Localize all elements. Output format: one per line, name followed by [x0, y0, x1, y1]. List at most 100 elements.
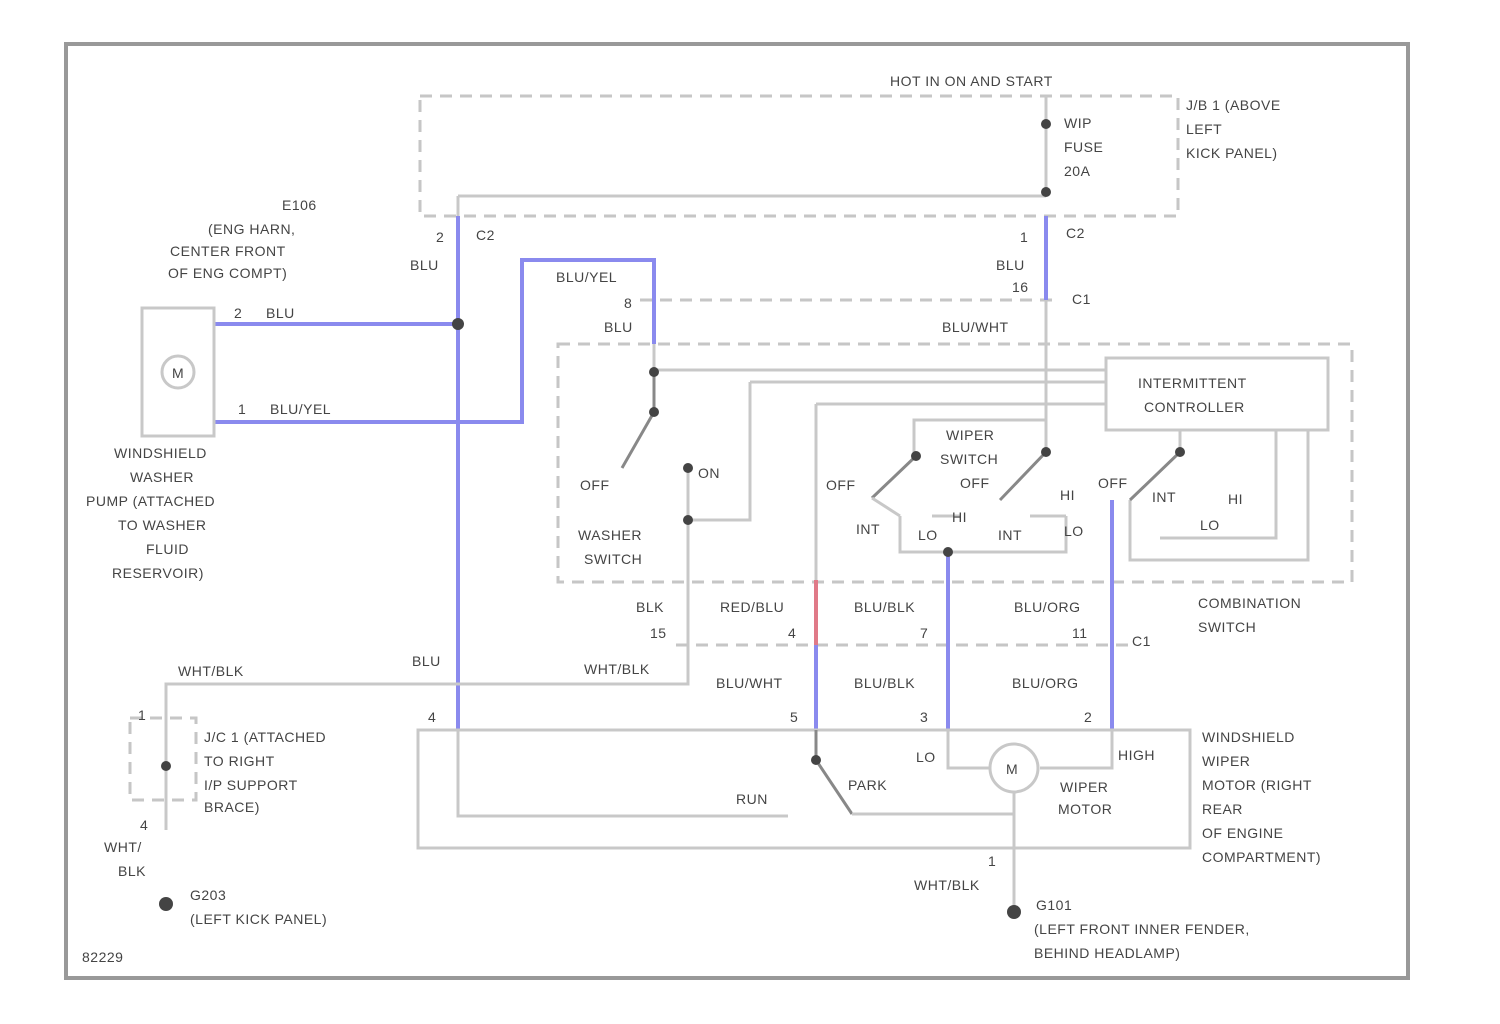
label-pin15: 15	[650, 625, 667, 641]
label-high-motor: HIGH	[1118, 747, 1155, 763]
label-wsm-6: COMPARTMENT)	[1202, 849, 1321, 865]
label-g-wht: WHT/	[104, 839, 142, 855]
label-comb-2: SWITCH	[1198, 619, 1256, 635]
label-pump-blu: BLU	[266, 305, 295, 321]
label-blu-lower: BLU	[412, 653, 441, 669]
park-dot	[811, 755, 821, 765]
label-motor-pin3: 3	[920, 709, 928, 725]
ground-g203-symbol	[159, 897, 173, 911]
washer-dot-2	[649, 407, 659, 417]
motor-lo-wire	[948, 730, 990, 768]
label-motor-pin5: 5	[790, 709, 798, 725]
ground-g101-symbol	[1007, 905, 1021, 919]
label-g-pin4: 4	[140, 817, 148, 833]
label-pump-6: RESERVOIR)	[112, 565, 204, 581]
label-pin16: 16	[1012, 279, 1029, 295]
label-jc-3: I/P SUPPORT	[204, 777, 298, 793]
label-whtblk-gnd: WHT/BLK	[914, 877, 980, 893]
label-int-b: INT	[998, 527, 1022, 543]
label-comb-1: COMBINATION	[1198, 595, 1301, 611]
label-bluorg-mid: BLU/ORG	[1014, 599, 1081, 615]
label-g101-1: G101	[1036, 897, 1072, 913]
label-blublk-low: BLU/BLK	[854, 675, 915, 691]
splice-dot-main	[452, 318, 464, 330]
label-hi-b: HI	[1060, 487, 1075, 503]
label-blu-top-left: BLU	[410, 257, 439, 273]
label-jb-2: LEFT	[1186, 121, 1222, 137]
junction-block-outline	[420, 96, 1178, 216]
diagram-code: 82229	[82, 949, 123, 965]
label-fuse-2: FUSE	[1064, 139, 1103, 155]
washer-on-wire	[688, 382, 750, 520]
label-int-a: INT	[856, 521, 880, 537]
label-wm-2: MOTOR	[1058, 801, 1112, 817]
label-washer-2: SWITCH	[584, 551, 642, 567]
label-pump-pin2: 2	[234, 305, 242, 321]
label-hi-c: HI	[1228, 491, 1243, 507]
label-c1-bot: C1	[1132, 633, 1151, 649]
label-jb-1: J/B 1 (ABOVE	[1186, 97, 1281, 113]
label-c2-left: C2	[476, 227, 495, 243]
label-motor-pin4: 4	[428, 709, 436, 725]
label-lo-motor: LO	[916, 749, 936, 765]
label-blu-mid: BLU	[604, 319, 633, 335]
label-run: RUN	[736, 791, 768, 807]
label-pump-pin1: 1	[238, 401, 246, 417]
wiper-dot-1	[911, 451, 921, 461]
label-jc-4: BRACE)	[204, 799, 260, 815]
label-whtblk-left: WHT/BLK	[178, 663, 244, 679]
label-g101-3: BEHIND HEADLAMP)	[1034, 945, 1180, 961]
label-off-washer: OFF	[580, 477, 610, 493]
label-g203-2: (LEFT KICK PANEL)	[190, 911, 327, 927]
label-ic-1: INTERMITTENT	[1138, 375, 1247, 391]
label-bluyel-top: BLU/YEL	[556, 269, 617, 285]
label-int-c: INT	[1152, 489, 1176, 505]
washer-dot-1	[649, 367, 659, 377]
label-hot: HOT IN ON AND START	[890, 73, 1053, 89]
label-on-washer: ON	[698, 465, 720, 481]
wiper-switch-contacts	[872, 498, 1066, 516]
label-jc-2: TO RIGHT	[204, 753, 275, 769]
label-pin4: 4	[788, 625, 796, 641]
label-blublk-mid: BLU/BLK	[854, 599, 915, 615]
wiper-dot-2	[1041, 447, 1051, 457]
washer-on-dot	[683, 463, 693, 473]
label-lo-b: LO	[1064, 523, 1084, 539]
label-bluwht-top: BLU/WHT	[942, 319, 1009, 335]
label-lo-a: LO	[918, 527, 938, 543]
label-c2-right: C2	[1066, 225, 1085, 241]
jc1-outline	[130, 718, 196, 800]
label-washer-1: WASHER	[578, 527, 642, 543]
label-g-blk: BLK	[118, 863, 146, 879]
fuse-dot-bottom	[1041, 187, 1051, 197]
intermittent-controller-box	[1106, 358, 1328, 430]
label-jc-1: J/C 1 (ATTACHED	[204, 729, 326, 745]
label-bluwht-low: BLU/WHT	[716, 675, 783, 691]
label-off-a: OFF	[826, 477, 856, 493]
wiper-dot-4	[943, 547, 953, 557]
label-fuse-3: 20A	[1064, 163, 1091, 179]
label-pin8: 8	[624, 295, 632, 311]
label-wsm-5: OF ENGINE	[1202, 825, 1284, 841]
label-redblu: RED/BLU	[720, 599, 784, 615]
label-wsm-1: WINDSHIELD	[1202, 729, 1295, 745]
label-whtblk-mid: WHT/BLK	[584, 661, 650, 677]
label-e106-3: CENTER FRONT	[170, 243, 286, 259]
label-pin11: 11	[1072, 625, 1088, 641]
jc-dot	[161, 761, 171, 771]
label-off-c: OFF	[1098, 475, 1128, 491]
washer-switch-blade	[622, 372, 654, 468]
label-motor-m: M	[1006, 761, 1018, 777]
washer-bus-dot	[683, 515, 693, 525]
label-lo-c: LO	[1200, 517, 1220, 533]
label-pump-3: PUMP (ATTACHED	[86, 493, 215, 509]
label-pump-m: M	[172, 365, 184, 381]
label-e106-1: E106	[282, 197, 317, 213]
label-wsm-3: MOTOR (RIGHT	[1202, 777, 1312, 793]
wiper-switch-blade-a	[872, 456, 916, 498]
label-pin2: 2	[436, 229, 444, 245]
label-hi-a: HI	[952, 509, 967, 525]
label-pump-5: FLUID	[146, 541, 189, 557]
label-g203-1: G203	[190, 887, 226, 903]
label-jb-3: KICK PANEL)	[1186, 145, 1278, 161]
